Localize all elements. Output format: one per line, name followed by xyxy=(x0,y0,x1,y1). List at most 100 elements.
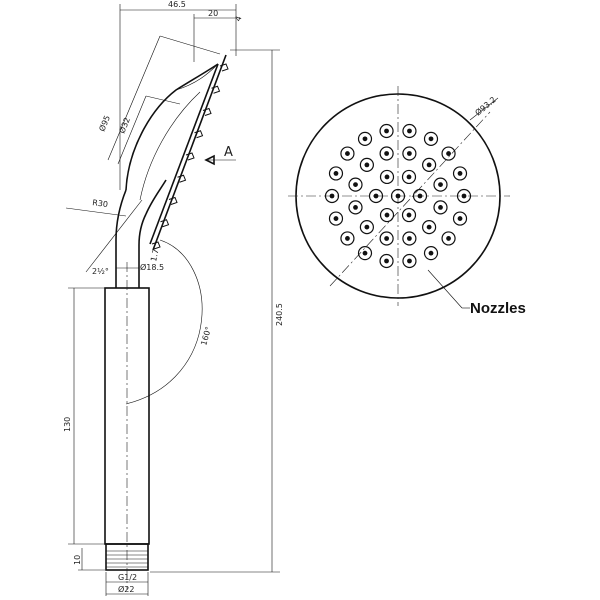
nozzle-hole xyxy=(426,162,432,168)
nozzle xyxy=(379,123,394,139)
nozzle-hole xyxy=(384,212,390,218)
nozzle-hole xyxy=(406,236,412,241)
nozzle-hole xyxy=(364,162,370,168)
nozzle-hole xyxy=(384,258,389,264)
nozzle xyxy=(433,177,448,192)
handle-neck xyxy=(115,189,147,288)
nozzle xyxy=(379,207,395,223)
nozzle xyxy=(402,231,417,246)
nozzle-hole xyxy=(426,224,432,230)
nozzle xyxy=(422,157,437,172)
dim-tilt-angle: 160° xyxy=(199,326,213,347)
nozzle-hole xyxy=(345,236,350,241)
nozzle xyxy=(402,253,417,269)
dim-head-depth: 20 xyxy=(208,9,218,18)
nozzle xyxy=(379,146,394,161)
nozzle-hole xyxy=(438,204,443,210)
side-nozzle xyxy=(185,152,195,161)
nozzle-hole xyxy=(457,171,463,176)
dim-thread: G1/2 xyxy=(118,573,137,582)
nozzle-hole xyxy=(373,193,379,199)
nozzle-hole xyxy=(345,151,350,156)
nozzle-hole xyxy=(384,174,390,180)
nozzles-label: Nozzles xyxy=(470,300,526,317)
section-label: A xyxy=(224,145,233,160)
nozzle-hole xyxy=(406,212,412,218)
nozzle xyxy=(324,188,340,204)
nozzle-hole xyxy=(428,136,434,142)
nozzle-hole xyxy=(329,193,335,199)
nozzle-hole xyxy=(333,171,339,176)
dim-neck-diameter: Ø18.5 xyxy=(140,262,164,272)
side-view: 46.5 20 4 Ø95 Ø32 R30 2½° Ø18.5 1.7 160°… xyxy=(63,0,284,596)
nozzle-callout: Nozzles xyxy=(427,269,526,317)
nozzle-hole xyxy=(406,151,412,156)
side-nozzle-row xyxy=(151,63,229,250)
nozzle-hole xyxy=(384,236,390,241)
nozzle-hole xyxy=(446,236,451,241)
nozzle xyxy=(348,177,363,192)
nozzle-hole xyxy=(384,151,390,156)
dim-neck-angle: 2½° xyxy=(92,267,109,276)
nozzle xyxy=(390,188,406,204)
dim-face-offset: 4 xyxy=(233,15,243,23)
nozzle xyxy=(412,188,428,204)
nozzle-hole xyxy=(417,193,423,199)
nozzle xyxy=(357,131,373,146)
nozzle-hole xyxy=(384,128,389,134)
nozzle xyxy=(452,211,468,226)
nozzle xyxy=(402,123,417,139)
nozzle xyxy=(423,246,439,261)
nozzle-hole xyxy=(407,128,412,134)
nozzle-hole xyxy=(428,250,434,256)
nozzle xyxy=(368,188,384,204)
nozzle-hole xyxy=(364,224,370,230)
side-dimensions: 46.5 20 4 Ø95 Ø32 R30 2½° Ø18.5 1.7 160°… xyxy=(63,0,284,596)
nozzle xyxy=(402,146,417,161)
dim-width-top: 46.5 xyxy=(168,0,186,9)
side-nozzle xyxy=(168,196,178,205)
nozzle xyxy=(441,146,456,161)
nozzle xyxy=(328,166,344,181)
side-nozzle xyxy=(160,219,170,228)
nozzle xyxy=(379,253,394,269)
side-nozzle xyxy=(177,174,187,183)
dim-inner-diameter: Ø32 xyxy=(117,116,132,135)
nozzle-hole xyxy=(457,216,463,221)
nozzle xyxy=(328,211,344,226)
face-diameter: Ø93.2 xyxy=(473,94,498,117)
dim-overall-length: 240.5 xyxy=(275,303,284,326)
nozzle xyxy=(340,146,355,161)
dim-base-diameter: Ø22 xyxy=(118,584,134,594)
nozzle xyxy=(422,220,437,235)
nozzle-hole xyxy=(461,193,467,199)
nozzle xyxy=(340,231,355,246)
nozzle-hole xyxy=(446,151,451,156)
handle-body xyxy=(104,262,150,590)
side-nozzle xyxy=(202,107,212,116)
dim-face-diameter: Ø95 xyxy=(97,114,112,133)
nozzle xyxy=(441,231,456,246)
nozzle-hole xyxy=(362,250,368,256)
nozzle-hole xyxy=(438,182,443,188)
nozzle xyxy=(379,169,395,185)
nozzle xyxy=(348,200,363,215)
nozzle xyxy=(456,188,472,204)
nozzle xyxy=(357,246,373,261)
nozzle-hole xyxy=(395,193,401,199)
nozzle xyxy=(452,166,468,181)
dim-neck-length: R30 xyxy=(92,198,109,209)
face-nozzle-grid xyxy=(324,123,472,269)
nozzle xyxy=(359,157,374,172)
nozzle-hole xyxy=(407,258,412,264)
side-nozzle xyxy=(219,63,229,72)
nozzle xyxy=(379,231,394,246)
nozzle xyxy=(401,169,417,185)
side-nozzle xyxy=(211,85,221,94)
nozzle xyxy=(433,200,448,215)
face-view: Ø93.2 Nozzles xyxy=(288,86,526,317)
nozzle-hole xyxy=(353,204,358,210)
nozzle-hole xyxy=(406,174,412,180)
section-arrow: A xyxy=(204,145,236,166)
